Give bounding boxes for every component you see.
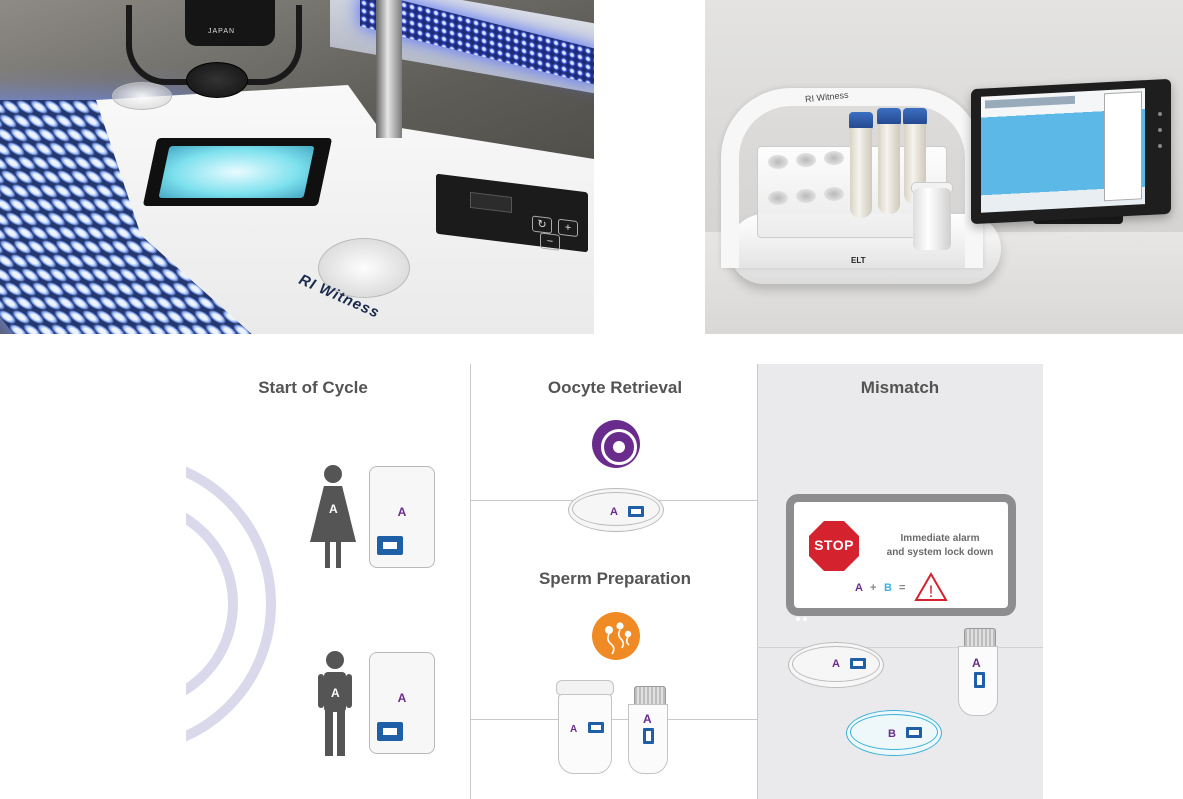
tube-cap (877, 108, 901, 126)
sperm-icon (592, 612, 640, 660)
workstation-photo: JAPAN ↻ + − RI Witness (0, 0, 594, 334)
microscope-label: JAPAN (208, 28, 236, 35)
petri-dish (186, 62, 248, 98)
equation-a: A (855, 582, 863, 594)
tube-rack-photo: RI Witness ELT (705, 0, 1183, 334)
column-title: Sperm Preparation (538, 569, 692, 588)
rack-hole (768, 155, 788, 169)
sample-tube (878, 124, 900, 214)
male-figure-icon (318, 651, 352, 756)
male-tag-label: A (331, 686, 340, 700)
screen-header (985, 95, 1075, 109)
female-figure-icon (310, 465, 356, 568)
sample-tube (850, 128, 872, 218)
steel-pole (376, 0, 402, 138)
patient-id-card: A (369, 652, 435, 754)
column-title: Mismatch (860, 378, 940, 397)
card-label: A (397, 505, 407, 519)
tablet-device (971, 78, 1171, 225)
dish-b-label: B (888, 728, 896, 740)
warning-glyph: ! (929, 582, 934, 601)
jar-label: A (570, 724, 578, 735)
mismatch-dish-a-rim (792, 646, 880, 682)
screen-side-panel (1104, 91, 1142, 202)
rfid-tag-icon (377, 722, 403, 741)
specimen-jar (558, 694, 612, 774)
dish-a-label: A (832, 658, 840, 670)
oocyte-dish-label: A (610, 506, 618, 518)
tube-cap (903, 108, 927, 126)
rack-hole (768, 191, 788, 205)
column-divider (470, 364, 471, 799)
row-divider (757, 647, 1043, 648)
tablet-button (1158, 112, 1162, 116)
rfid-tag-icon (974, 672, 985, 688)
base-logo: ELT (851, 256, 866, 265)
stop-label: STOP (814, 537, 854, 553)
alarm-line-2: and system lock down (886, 547, 994, 558)
column-title: Oocyte Retrieval (547, 378, 683, 397)
tablet-button (1158, 128, 1162, 132)
control-display (470, 191, 512, 213)
heated-stage-screen (142, 138, 333, 206)
rfid-tag-icon (850, 658, 866, 669)
tube-cap (964, 628, 996, 648)
rfid-tag-icon (588, 722, 604, 733)
tube-cap (849, 112, 873, 130)
sperm-glyph-icon (605, 622, 632, 655)
control-button: ↻ (532, 215, 552, 234)
rack-hole (796, 153, 816, 167)
tablet-button (1158, 144, 1162, 148)
female-tag-label: A (329, 502, 338, 516)
rfid-tag-icon (906, 727, 922, 738)
rack-hole (824, 151, 844, 165)
alarm-line-1: Immediate alarm (900, 533, 980, 544)
patient-id-card: A (369, 466, 435, 568)
witness-process-infographic: Start of Cycle Oocyte Retrieval Sperm Pr… (0, 334, 1183, 799)
column-title: Start of Cycle (258, 378, 368, 397)
equation-plus: + (870, 582, 877, 594)
tube-cap (634, 686, 666, 706)
tube-label: A (643, 712, 652, 726)
warning-triangle-icon: ! (914, 572, 948, 601)
row-divider (470, 719, 757, 720)
alarm-message: Immediate alarm and system lock down (870, 532, 1010, 560)
petri-dish (112, 82, 172, 110)
oocyte-dish-rim (572, 492, 660, 526)
tablet-screen (981, 88, 1145, 213)
rfid-tag-icon (643, 728, 654, 744)
mismatch-tube-label: A (972, 656, 981, 670)
plus-button: + (558, 218, 578, 238)
minus-button: − (540, 232, 560, 251)
stop-sign-face (809, 521, 859, 571)
microscope-head (185, 0, 275, 46)
rfid-signal-arcs (186, 434, 286, 774)
specimen-jar (913, 188, 951, 250)
rack-hole (824, 187, 844, 201)
petri-dish (318, 238, 410, 298)
column-divider (757, 364, 758, 799)
oocyte-icon (592, 420, 640, 468)
monitor-indicator-dots (796, 608, 816, 621)
rack-hole (796, 189, 816, 203)
equation-b: B (884, 582, 892, 594)
sperm-tube (628, 704, 668, 774)
card-label: A (397, 691, 407, 705)
mismatch-dish-b-rim (850, 714, 938, 750)
equation-equals: = (899, 582, 906, 594)
rfid-tag-icon (377, 536, 403, 555)
rfid-tag-icon (628, 506, 644, 517)
